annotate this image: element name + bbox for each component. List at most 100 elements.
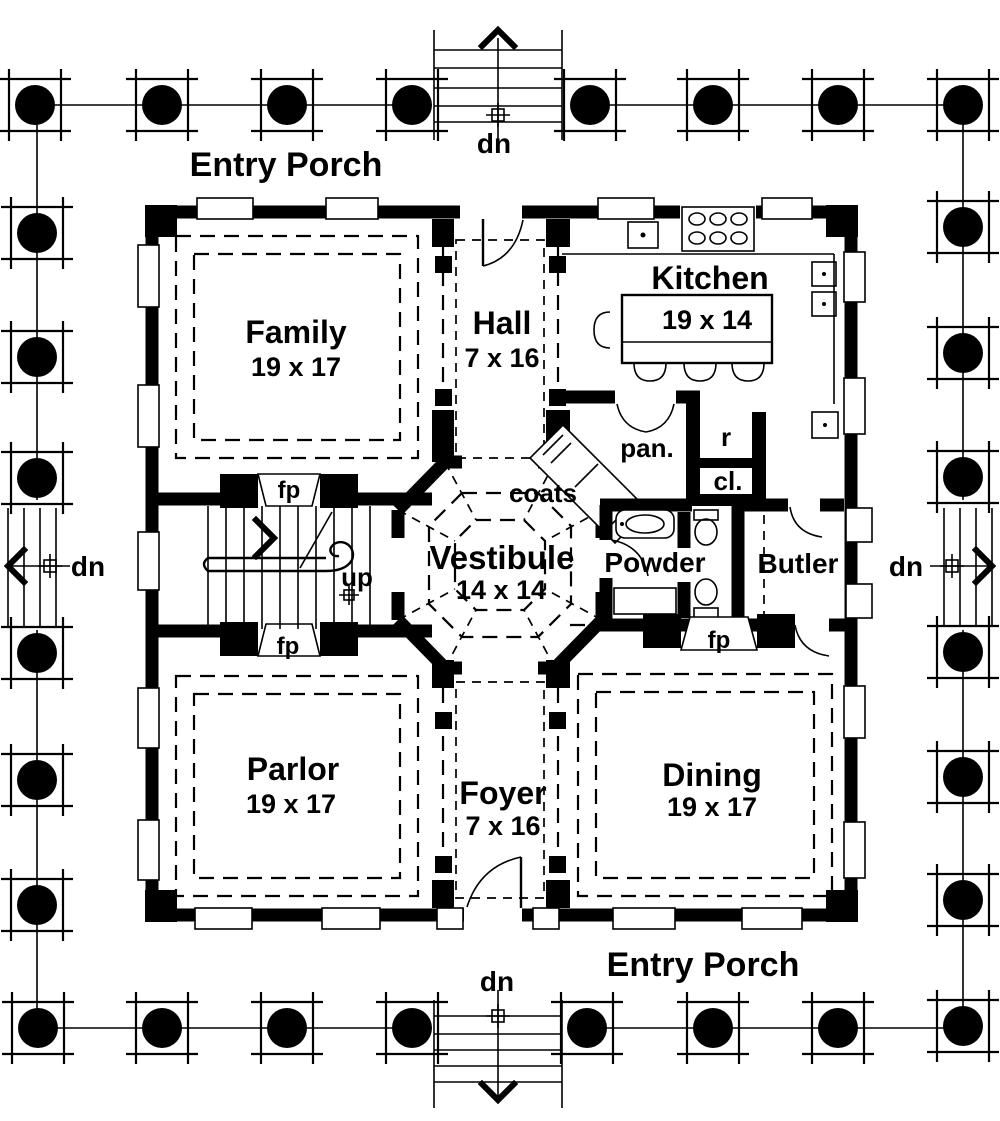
entry-porch-label-bottom: Entry Porch — [607, 946, 800, 984]
foyer-door — [464, 856, 523, 923]
toilet-upper — [693, 509, 719, 546]
porch-column — [554, 69, 626, 141]
kitchen-sink — [627, 221, 659, 249]
porch-column — [927, 441, 999, 513]
porch-column — [1, 869, 73, 941]
porch-column — [927, 741, 999, 813]
stair-hatch — [940, 554, 964, 578]
foyer-label: Foyer — [459, 775, 546, 811]
stair-direction-arrow-down — [477, 1079, 519, 1105]
room-insets — [174, 234, 834, 898]
window — [741, 907, 803, 930]
porch-column — [251, 992, 323, 1064]
foyer-dims: 7 x 16 — [465, 811, 540, 841]
window — [137, 384, 160, 448]
hall-label: Hall — [473, 305, 532, 341]
porch-column — [802, 69, 874, 141]
dining-fireplace: fp — [570, 614, 795, 654]
powder-room: Powder — [599, 498, 745, 632]
porch-column — [251, 69, 323, 141]
window — [843, 377, 866, 435]
dining-dims: 19 x 17 — [667, 792, 757, 822]
powder-label: Powder — [604, 547, 705, 578]
closet-label: cl. — [714, 466, 743, 496]
porch-column — [126, 992, 198, 1064]
stair-hatch — [38, 554, 62, 578]
porch-column — [126, 69, 198, 141]
porch-steps-bottom: dn — [433, 966, 563, 1108]
coats-label: coats — [509, 478, 577, 508]
stair-hatch — [486, 103, 510, 127]
kitchen-island — [593, 293, 774, 382]
hall-dims: 7 x 16 — [464, 343, 539, 373]
porch-column — [677, 69, 749, 141]
pantry: pan. — [562, 390, 700, 463]
window — [597, 197, 655, 220]
porch-perimeter-lines — [35, 104, 964, 1029]
stair-direction-arrow-right — [971, 545, 997, 587]
window — [843, 251, 866, 303]
entry-porch-label-top: Entry Porch — [190, 146, 383, 184]
window — [325, 197, 379, 220]
porch-column — [927, 990, 999, 1062]
window — [137, 244, 160, 308]
porch-column — [376, 69, 448, 141]
window — [843, 685, 866, 739]
porch-steps-top: dn — [433, 25, 563, 159]
window — [532, 907, 560, 930]
porch-column — [927, 191, 999, 263]
dining-label: Dining — [662, 757, 762, 793]
parlor-dims: 19 x 17 — [246, 789, 336, 819]
stair-rail-curl — [325, 540, 355, 573]
butler-niche — [845, 583, 873, 619]
kitchen-dims: 19 x 14 — [662, 305, 752, 335]
window — [612, 907, 676, 930]
up-label: up — [341, 562, 373, 592]
porch-columns — [0, 69, 999, 1064]
porch-column — [1, 442, 73, 514]
kitchen-label: Kitchen — [651, 260, 768, 296]
porch-column — [2, 992, 74, 1064]
fp-label-dining: fp — [708, 627, 731, 654]
stair-direction-arrow-left — [3, 545, 29, 587]
window — [196, 197, 254, 220]
stair-direction-arrow-up-run — [251, 515, 279, 561]
stair-direction-arrow-up — [477, 25, 519, 51]
porch-column — [802, 992, 874, 1064]
kitchen-fixtures — [562, 204, 839, 439]
window — [436, 907, 464, 930]
island-chairs — [593, 311, 765, 382]
window — [137, 687, 160, 749]
powder-counter — [613, 587, 677, 615]
wall-oven — [811, 261, 839, 439]
hall-colonnade — [432, 219, 570, 462]
window — [321, 907, 381, 930]
family-fireplace: fp — [158, 473, 432, 508]
dn-label-right: dn — [889, 551, 923, 582]
room-labels: Family 19 x 17 Hall 7 x 16 Kitchen 19 x … — [245, 260, 768, 841]
stove — [680, 204, 756, 252]
front-door — [460, 204, 524, 267]
butler-niche — [845, 507, 873, 543]
vestibule-label: Vestibule — [430, 539, 575, 576]
family-dims: 19 x 17 — [251, 352, 341, 382]
fp-label-parlor: fp — [277, 633, 300, 660]
parlor-fireplace: fp — [158, 622, 432, 660]
window — [137, 531, 160, 591]
porch-column — [551, 992, 623, 1064]
window — [194, 907, 253, 930]
toilet-lower — [693, 578, 719, 619]
porch-column — [927, 317, 999, 389]
powder-sink — [615, 509, 675, 539]
dn-label-top: dn — [477, 128, 511, 159]
butler-pantry: Butler — [744, 498, 873, 657]
porch-column — [677, 992, 749, 1064]
porch-column — [1, 617, 73, 689]
porch-column — [0, 69, 71, 141]
vestibule-dims: 14 x 14 — [456, 575, 546, 605]
porch-steps-left: dn — [3, 508, 105, 626]
main-stairs: up — [202, 506, 373, 629]
porch-column — [927, 864, 999, 936]
porch-column — [1, 197, 73, 269]
